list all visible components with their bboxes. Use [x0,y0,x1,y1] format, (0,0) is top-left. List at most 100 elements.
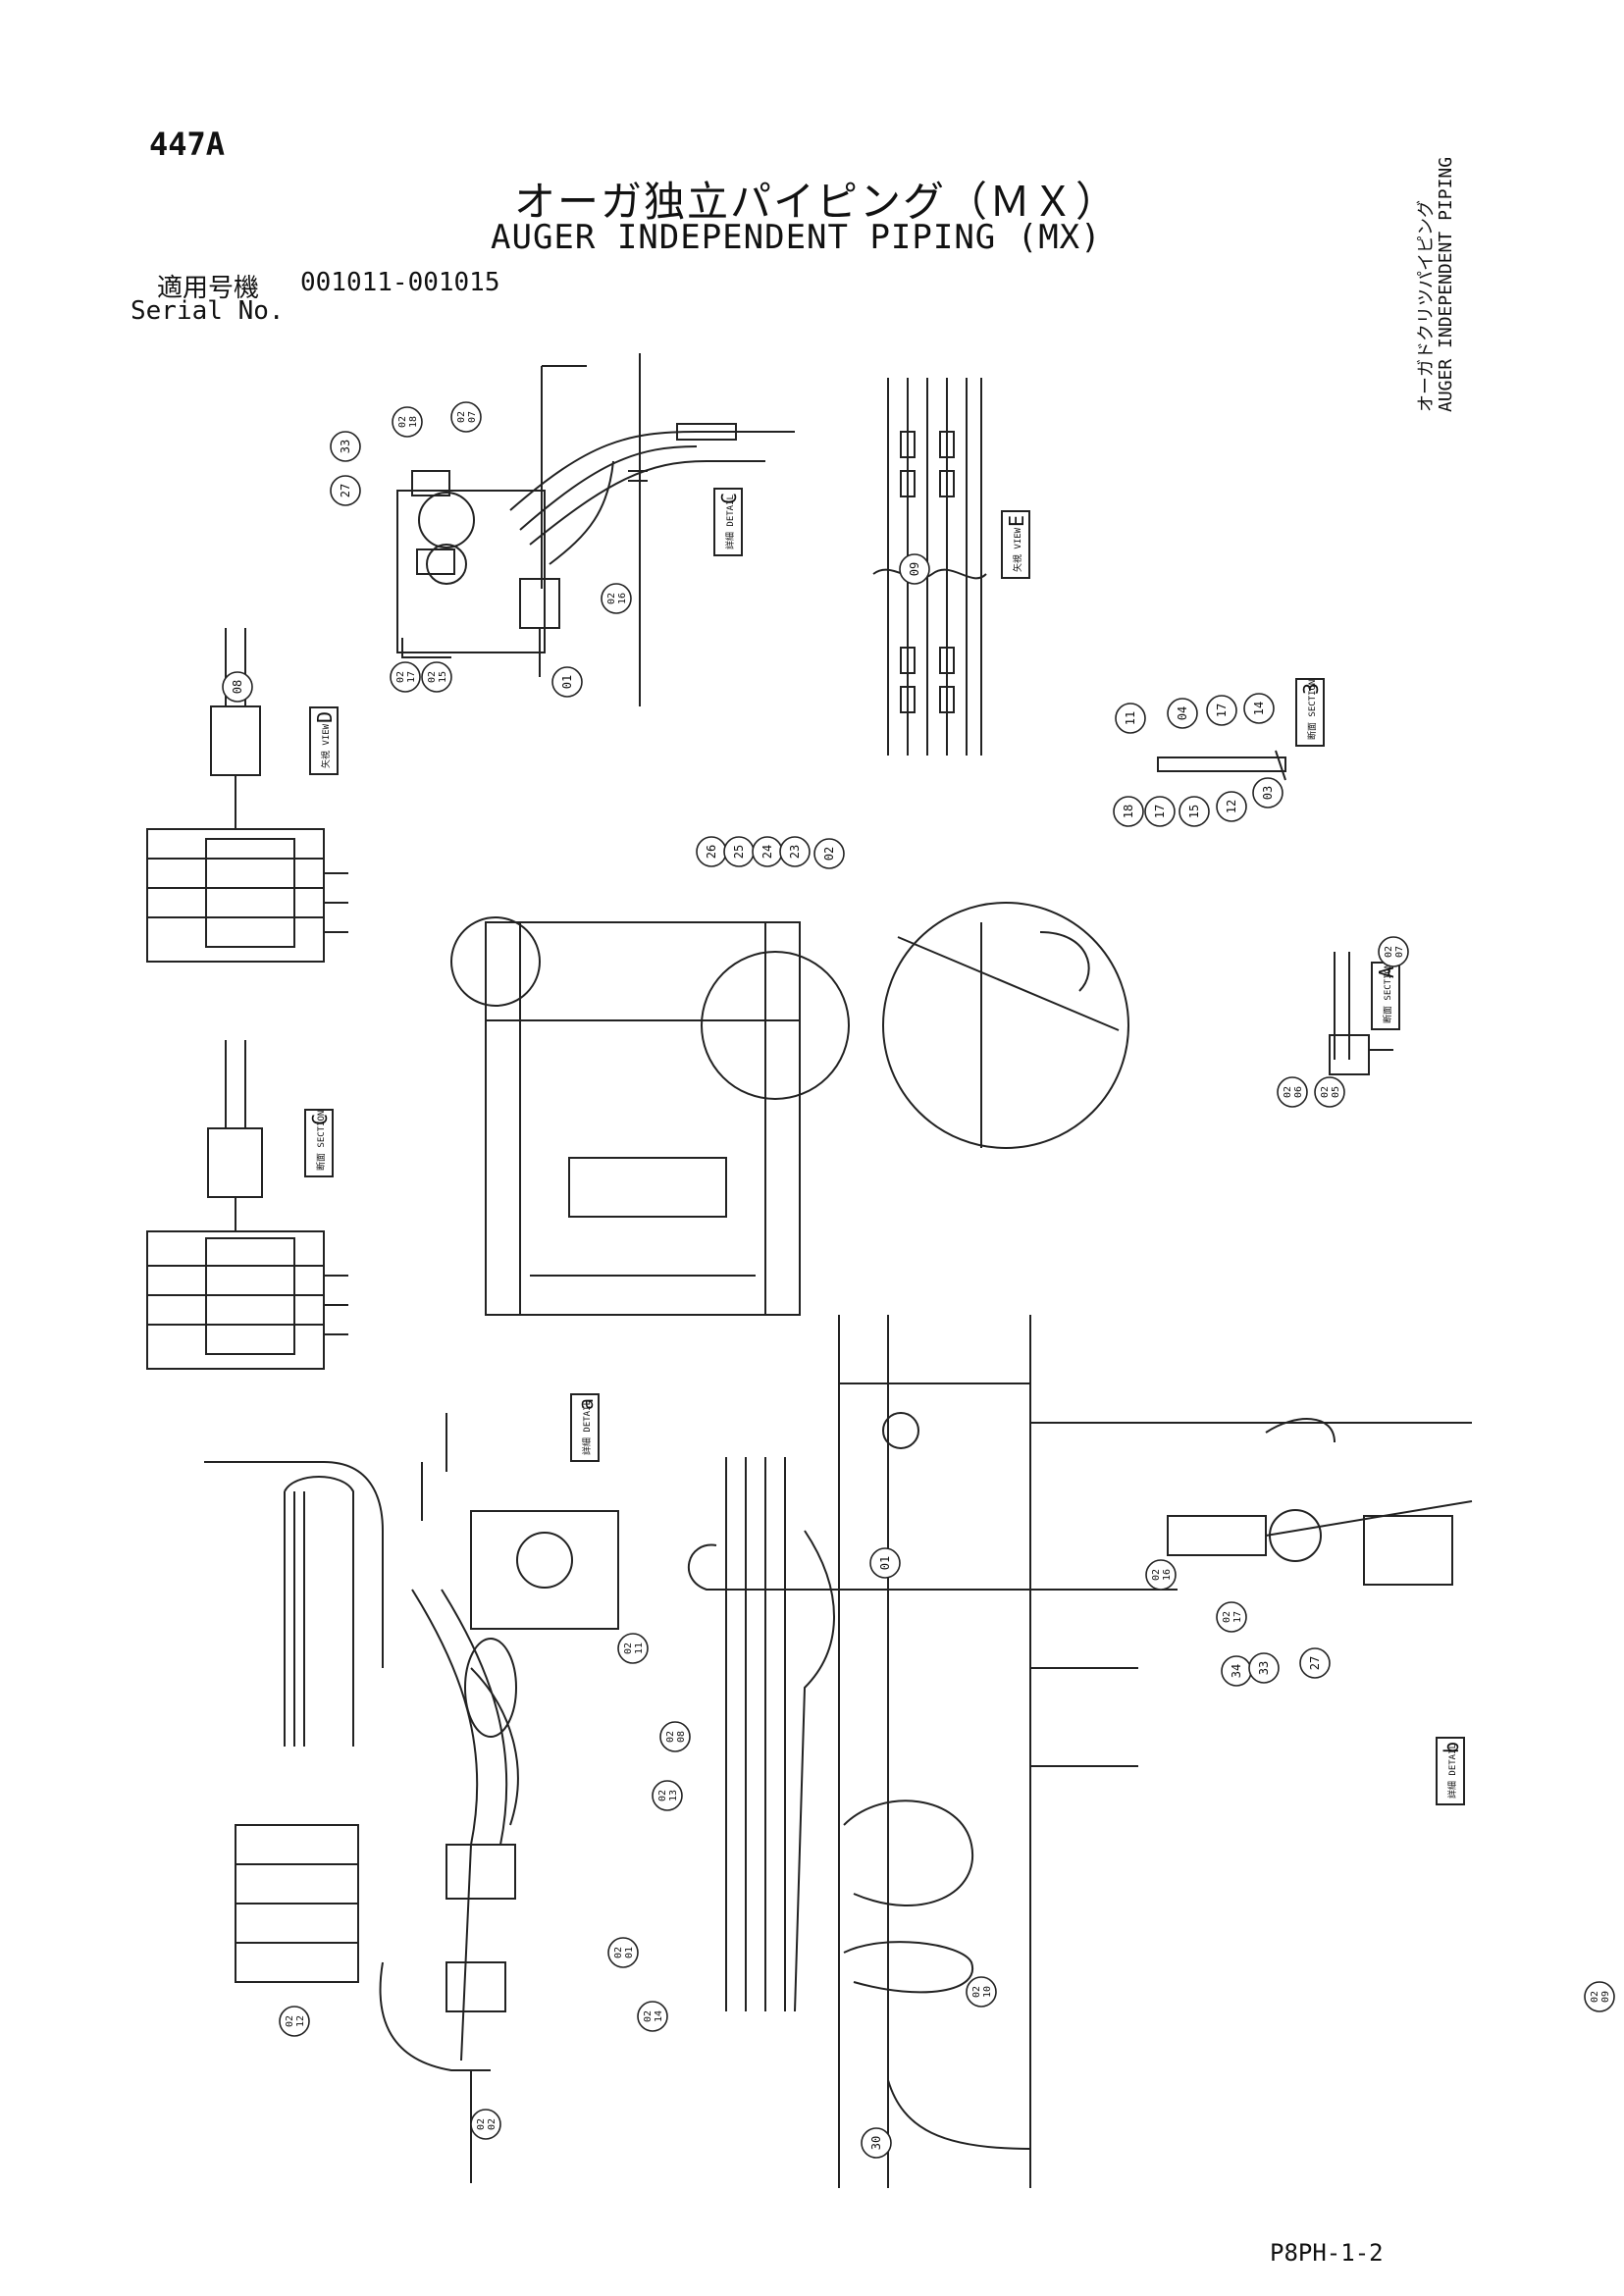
part-callout-c-24: 24 [752,836,783,867]
svg-text:17: 17 [1215,704,1229,717]
svg-text:02: 02 [1384,946,1394,958]
svg-text:09: 09 [1600,1991,1611,2003]
part-callout-c-08: 08 [222,671,253,703]
part-callout-c-18: 18 [1113,796,1144,827]
svg-text:05: 05 [1331,1086,1341,1098]
svg-text:詳細 DETAIL: 詳細 DETAIL [581,1400,593,1455]
part-callout-c-17b: 17 [1144,796,1176,827]
svg-text:14: 14 [1252,702,1266,715]
part-callout-c-17a: 17 [1206,695,1237,726]
part-callout-c-01b: 01 [869,1547,901,1579]
svg-text:02: 02 [456,411,467,423]
svg-text:02: 02 [643,2010,654,2022]
svg-text:02: 02 [822,847,836,861]
svg-text:26: 26 [705,845,718,859]
part-callout-c-26: 26 [696,836,727,867]
svg-text:27: 27 [1308,1656,1322,1670]
svg-text:12: 12 [295,2015,306,2027]
svg-text:25: 25 [732,845,746,859]
svg-text:02: 02 [1283,1086,1293,1098]
svg-text:02: 02 [395,671,406,683]
svg-text:詳細 DETAIL: 詳細 DETAIL [1446,1744,1458,1799]
svg-text:06: 06 [1293,1086,1304,1098]
svg-text:01: 01 [560,675,574,689]
svg-text:02: 02 [613,1947,624,1958]
part-callout-c-04: 04 [1167,698,1198,729]
svg-text:b: b [1440,1742,1463,1753]
title-japanese: オーガ独立パイピング（ＭＸ） [514,178,1120,226]
svg-text:07: 07 [467,411,478,423]
svg-text:16: 16 [617,593,628,604]
svg-text:27: 27 [339,484,352,497]
svg-text:12: 12 [1225,800,1238,813]
title-english: AUGER INDEPENDENT PIPING (MX) [491,218,1102,257]
svg-text:02: 02 [1320,1086,1331,1098]
svg-text:02: 02 [606,593,617,604]
svg-text:02: 02 [1222,1611,1232,1623]
svg-text:02: 02 [487,2118,498,2130]
detail-c-drawing [396,353,795,706]
section-c-drawing [146,1040,348,1370]
svg-text:02: 02 [1590,1991,1600,2003]
serial-label-japanese: 適用号機 [157,274,260,303]
svg-text:01: 01 [878,1556,892,1570]
svg-text:断面 SECTION: 断面 SECTION [1382,964,1393,1023]
svg-text:14: 14 [654,2010,664,2022]
svg-text:C: C [308,1114,332,1125]
svg-text:15: 15 [1187,805,1201,818]
detail-a-drawing [204,1413,619,2183]
svg-text:02: 02 [397,416,408,428]
svg-text:34: 34 [1230,1664,1243,1678]
svg-text:02: 02 [971,1986,982,1998]
svg-text:C: C [717,493,741,504]
part-callout-c-33b: 33 [1248,1652,1280,1684]
part-callout-c-14: 14 [1243,693,1275,724]
svg-text:E: E [1005,515,1028,527]
part-callout-c-30: 30 [861,2127,892,2159]
svg-text:08: 08 [231,680,244,694]
section-a-drawing [1329,952,1393,1075]
svg-text:08: 08 [676,1731,687,1743]
part-callout-c-34: 34 [1221,1655,1252,1687]
part-callout-c-15: 15 [1179,796,1210,827]
machine-plan-drawing [450,902,1129,1316]
svg-text:02: 02 [476,2118,487,2130]
svg-text:01: 01 [624,1947,635,1958]
svg-text:23: 23 [788,845,802,859]
svg-text:断面 SECTION: 断面 SECTION [315,1111,327,1171]
page-number: 447A [149,126,226,163]
part-callout-c-03: 03 [1252,777,1283,809]
part-callout-c-27b: 27 [1299,1647,1331,1679]
svg-text:矢視 VIEW: 矢視 VIEW [320,723,332,768]
svg-text:02: 02 [665,1731,676,1743]
part-callout-c-01a: 01 [551,666,583,698]
svg-text:15: 15 [438,671,448,683]
svg-text:断面 SECTION: 断面 SECTION [1306,680,1318,740]
svg-text:詳細 DETAIL: 詳細 DETAIL [724,495,736,549]
svg-text:30: 30 [869,2136,883,2150]
svg-text:04: 04 [1176,706,1189,720]
svg-text:16: 16 [1162,1569,1173,1581]
svg-text:3: 3 [1299,683,1323,695]
svg-text:11: 11 [634,1643,645,1654]
svg-text:03: 03 [1261,786,1275,800]
svg-text:18: 18 [1122,805,1135,818]
part-callout-c-12: 12 [1216,791,1247,822]
svg-text:33: 33 [1257,1661,1271,1675]
svg-text:13: 13 [668,1790,679,1801]
part-callout-c-09: 09 [899,553,930,585]
